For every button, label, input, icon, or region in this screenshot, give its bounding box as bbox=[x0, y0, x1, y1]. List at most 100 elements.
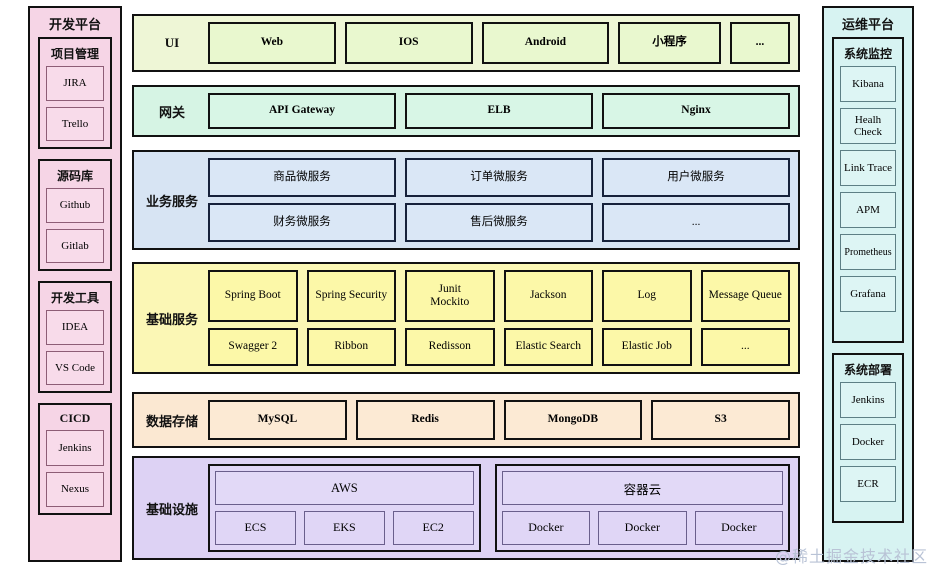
base-item-more[interactable]: ... bbox=[700, 327, 790, 366]
layer-row: 财务微服务 售后微服务 ... bbox=[208, 203, 790, 242]
biz-item-product-service[interactable]: 商品微服务 bbox=[208, 158, 396, 197]
layer-base-label: 基础服务 bbox=[145, 311, 198, 327]
layer-ui-label: UI bbox=[164, 35, 180, 50]
layer-infrastructure-body: AWS ECS EKS EC2 容器云 Docker Docker Docker bbox=[208, 458, 798, 558]
base-item-elastic-search[interactable]: Elastic Search bbox=[503, 327, 593, 366]
dev-group-source-repo: 源码库 Github Gitlab bbox=[38, 159, 112, 271]
ui-item-more[interactable]: ... bbox=[729, 22, 790, 64]
layer-ui: UI Web IOS Android 小程序 ... bbox=[132, 14, 800, 72]
biz-item-user-service[interactable]: 用户微服务 bbox=[602, 158, 790, 197]
watermark: @稀土掘金技术社区 bbox=[774, 547, 928, 566]
data-item-mongodb[interactable]: MongoDB bbox=[503, 400, 643, 440]
dev-item-github[interactable]: Github bbox=[46, 188, 104, 223]
layer-ui-body: Web IOS Android 小程序 ... bbox=[208, 16, 798, 70]
dev-group-title: 项目管理 bbox=[50, 47, 99, 61]
infra-item-docker-2[interactable]: Docker bbox=[598, 511, 687, 545]
base-item-redisson[interactable]: Redisson bbox=[405, 327, 495, 366]
ops-group-system-deployment: 系统部署 Jenkins Docker ECR bbox=[832, 353, 904, 523]
infra-group-container-cloud: 容器云 Docker Docker Docker bbox=[494, 464, 790, 552]
infra-group-aws-title: AWS bbox=[215, 471, 474, 505]
layer-business-services: 业务服务 商品微服务 订单微服务 用户微服务 财务微服务 售后微服务 ... bbox=[132, 150, 800, 250]
biz-item-more[interactable]: ... bbox=[602, 203, 790, 242]
layer-gateway-body: API Gateway ELB Nginx bbox=[208, 87, 798, 135]
dev-item-idea[interactable]: IDEA bbox=[46, 310, 104, 345]
base-item-swagger-2[interactable]: Swagger 2 bbox=[208, 327, 298, 366]
biz-item-aftersales-service[interactable]: 售后微服务 bbox=[405, 203, 593, 242]
layer-row: Swagger 2 Ribbon Redisson Elastic Search… bbox=[208, 327, 790, 366]
dev-item-nexus[interactable]: Nexus bbox=[46, 471, 104, 507]
layer-data-label: 数据存储 bbox=[145, 413, 198, 429]
layer-row: Spring Boot Spring Security Junit Mockit… bbox=[208, 270, 790, 322]
ops-item-jenkins[interactable]: Jenkins bbox=[840, 382, 896, 418]
ops-item-apm[interactable]: APM bbox=[840, 192, 896, 228]
layer-business-body: 商品微服务 订单微服务 用户微服务 财务微服务 售后微服务 ... bbox=[208, 152, 798, 248]
layer-row: 商品微服务 订单微服务 用户微服务 bbox=[208, 158, 790, 197]
base-item-spring-boot[interactable]: Spring Boot bbox=[208, 270, 298, 322]
data-item-redis[interactable]: Redis bbox=[355, 400, 495, 440]
base-item-message-queue[interactable]: Message Queue bbox=[700, 270, 790, 322]
dev-item-gitlab[interactable]: Gitlab bbox=[46, 228, 104, 263]
ops-platform-column: 运维平台 系统监控 Kibana Healh Check Link Trace … bbox=[822, 6, 914, 562]
ui-item-web[interactable]: Web bbox=[208, 22, 336, 64]
gateway-item-api-gateway[interactable]: API Gateway bbox=[208, 93, 396, 129]
data-item-mysql[interactable]: MySQL bbox=[208, 400, 347, 440]
layer-infrastructure: 基础设施 AWS ECS EKS EC2 容器云 Docker Docker D… bbox=[132, 456, 800, 560]
infra-group-container-cloud-title: 容器云 bbox=[501, 471, 783, 505]
ops-item-kibana[interactable]: Kibana bbox=[840, 66, 896, 102]
dev-item-jira[interactable]: JIRA bbox=[46, 66, 104, 101]
infra-item-eks[interactable]: EKS bbox=[303, 511, 385, 545]
dev-group-title: 源码库 bbox=[56, 169, 93, 183]
gateway-item-nginx[interactable]: Nginx bbox=[602, 93, 790, 129]
base-item-spring-security[interactable]: Spring Security bbox=[306, 270, 396, 322]
dev-group-dev-tools: 开发工具 IDEA VS Code bbox=[38, 281, 112, 393]
ops-item-ecr[interactable]: ECR bbox=[840, 466, 896, 502]
ops-item-link-trace[interactable]: Link Trace bbox=[840, 150, 896, 186]
dev-group-project-management: 项目管理 JIRA Trello bbox=[38, 37, 112, 149]
layer-base-body: Spring Boot Spring Security Junit Mockit… bbox=[208, 264, 798, 372]
dev-platform-title: 开发平台 bbox=[48, 17, 101, 32]
infra-group-aws: AWS ECS EKS EC2 bbox=[208, 464, 481, 552]
base-item-log[interactable]: Log bbox=[602, 270, 692, 322]
infra-item-ecs[interactable]: ECS bbox=[215, 511, 296, 545]
gateway-item-elb[interactable]: ELB bbox=[405, 93, 593, 129]
biz-item-order-service[interactable]: 订单微服务 bbox=[405, 158, 593, 197]
base-item-elastic-job[interactable]: Elastic Job bbox=[602, 327, 692, 366]
base-item-junit-mockito[interactable]: Junit Mockito bbox=[405, 270, 495, 322]
infra-item-docker-1[interactable]: Docker bbox=[501, 511, 591, 545]
dev-platform-column: 开发平台 项目管理 JIRA Trello 源码库 Github Gitlab … bbox=[28, 6, 122, 562]
layer-gateway-label: 网关 bbox=[158, 104, 185, 120]
ui-item-android[interactable]: Android bbox=[481, 22, 610, 64]
base-item-junit-mockito-label: Junit Mockito bbox=[430, 282, 470, 308]
dev-item-trello[interactable]: Trello bbox=[46, 106, 104, 141]
ops-item-health-check[interactable]: Healh Check bbox=[840, 108, 896, 144]
ops-item-grafana[interactable]: Grafana bbox=[840, 276, 896, 312]
ui-item-miniprogram[interactable]: 小程序 bbox=[618, 22, 721, 64]
ops-item-docker[interactable]: Docker bbox=[840, 424, 896, 460]
infra-subrow: Docker Docker Docker bbox=[501, 511, 784, 545]
base-item-jackson[interactable]: Jackson bbox=[503, 270, 593, 322]
layer-base-services: 基础服务 Spring Boot Spring Security Junit M… bbox=[132, 262, 800, 374]
ops-group-title: 系统监控 bbox=[843, 47, 892, 61]
ops-platform-title: 运维平台 bbox=[841, 17, 894, 32]
infra-subrow: ECS EKS EC2 bbox=[215, 511, 474, 545]
base-item-ribbon[interactable]: Ribbon bbox=[306, 327, 396, 366]
dev-group-cicd: CICD Jenkins Nexus bbox=[38, 403, 112, 515]
ops-group-title: 系统部署 bbox=[843, 363, 892, 377]
dev-group-title: CICD bbox=[59, 411, 91, 425]
layer-row: API Gateway ELB Nginx bbox=[208, 93, 790, 129]
infra-item-docker-3[interactable]: Docker bbox=[694, 511, 784, 545]
dev-group-title: 开发工具 bbox=[50, 291, 99, 305]
layer-row: MySQL Redis MongoDB S3 bbox=[208, 400, 790, 440]
layer-data-storage: 数据存储 MySQL Redis MongoDB S3 bbox=[132, 392, 800, 448]
biz-item-finance-service[interactable]: 财务微服务 bbox=[208, 203, 396, 242]
ops-item-prometheus[interactable]: Prometheus bbox=[840, 234, 896, 270]
dev-item-vs-code[interactable]: VS Code bbox=[46, 350, 104, 385]
infra-item-ec2[interactable]: EC2 bbox=[392, 511, 474, 545]
dev-item-jenkins[interactable]: Jenkins bbox=[46, 430, 104, 466]
ui-item-ios[interactable]: IOS bbox=[344, 22, 473, 64]
layer-gateway: 网关 API Gateway ELB Nginx bbox=[132, 85, 800, 137]
ops-group-system-monitoring: 系统监控 Kibana Healh Check Link Trace APM P… bbox=[832, 37, 904, 343]
layer-row: Web IOS Android 小程序 ... bbox=[208, 22, 790, 64]
data-item-s3[interactable]: S3 bbox=[651, 400, 790, 440]
